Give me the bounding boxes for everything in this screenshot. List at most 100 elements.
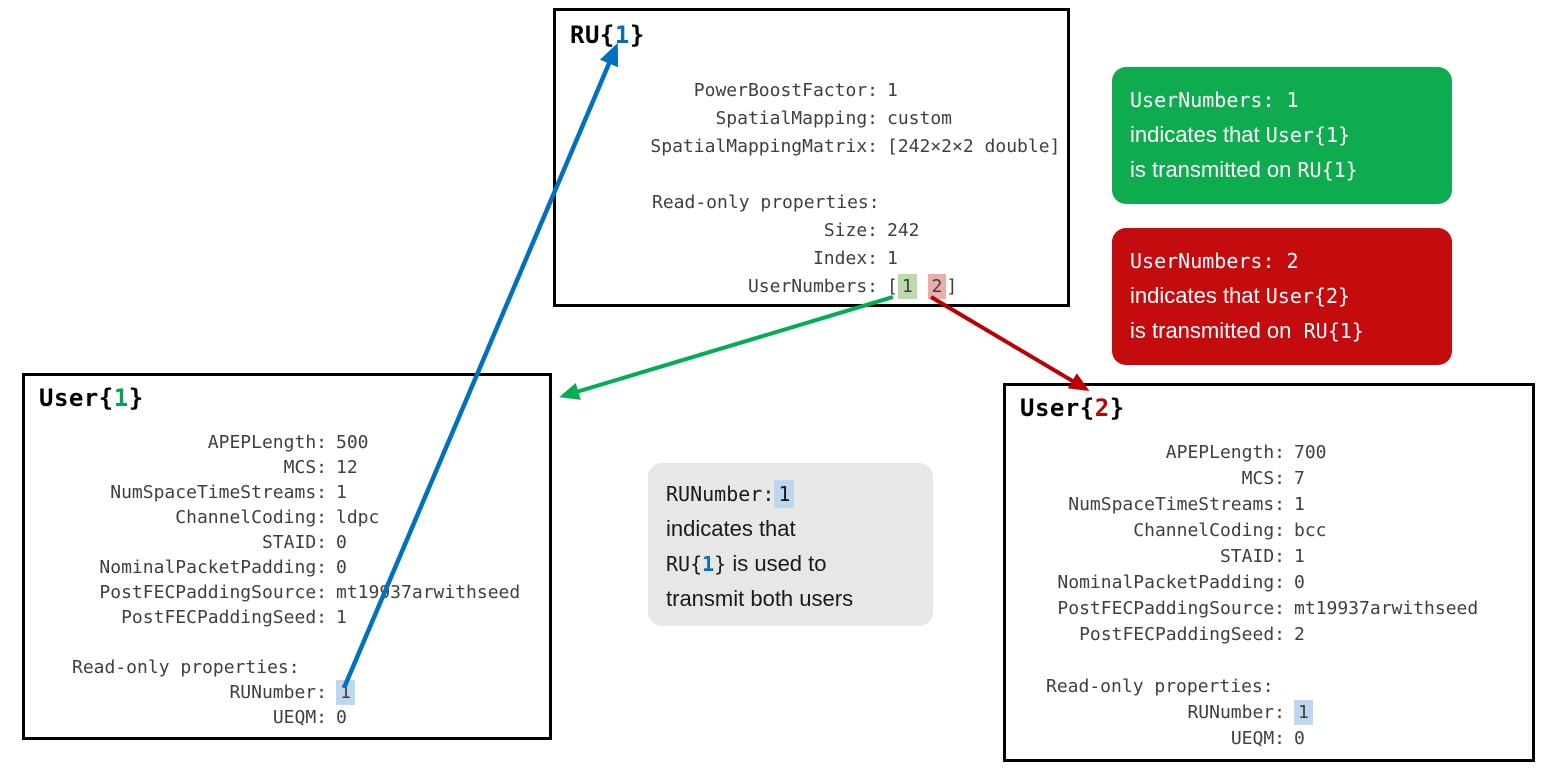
red-arrow bbox=[929, 295, 1090, 392]
text-segment: 1 bbox=[336, 482, 347, 503]
text-segment: RU{1} bbox=[1303, 319, 1364, 343]
property-name: MCS: bbox=[283, 457, 327, 478]
property-value: 0 bbox=[1294, 726, 1305, 752]
property-value: 1 bbox=[887, 245, 898, 273]
text-segment: User{ bbox=[1020, 394, 1095, 422]
text-segment: 700 bbox=[1294, 442, 1327, 463]
text-segment: 500 bbox=[336, 432, 369, 453]
property-row: PowerBoostFactor:1 bbox=[570, 77, 1063, 105]
property-row: RUNumber: 1 bbox=[39, 680, 545, 705]
property-value: 1 bbox=[1294, 544, 1305, 570]
text-segment: 1 bbox=[1294, 700, 1313, 725]
text-segment: } bbox=[629, 21, 645, 49]
text-segment: 0 bbox=[1294, 728, 1305, 749]
user1-title: User{1} bbox=[39, 384, 545, 412]
property-row: APEPLength: 700 bbox=[1020, 440, 1528, 466]
property-row: STAID:0 bbox=[39, 530, 545, 555]
text-segment: RU{ bbox=[666, 552, 703, 576]
property-value: 1 bbox=[1294, 492, 1305, 518]
blank-row bbox=[1020, 648, 1528, 674]
property-row: MCS: 7 bbox=[1020, 466, 1528, 492]
text-segment: 1 bbox=[336, 680, 355, 705]
property-row: SpatialMappingMatrix: [242×2×2 double] bbox=[570, 133, 1063, 161]
property-name: ChannelCoding: bbox=[175, 507, 327, 528]
text-segment: RUNumber: bbox=[666, 482, 775, 506]
text-segment: 1 bbox=[897, 274, 917, 299]
property-name: PostFECPaddingSeed: bbox=[1079, 624, 1285, 645]
text-segment: 1 bbox=[887, 248, 898, 269]
text-segment: 0 bbox=[336, 707, 347, 728]
text-segment: User{ bbox=[39, 384, 114, 412]
text-segment: bcc bbox=[1294, 520, 1327, 541]
property-name: RUNumber: bbox=[229, 682, 327, 703]
text-segment: [242×2×2 double] bbox=[887, 136, 1061, 157]
property-value: 700 bbox=[1294, 440, 1327, 466]
property-value: bcc bbox=[1294, 518, 1327, 544]
property-row: ChannelCoding: ldpc bbox=[39, 505, 545, 530]
property-name: STAID: bbox=[1219, 546, 1285, 567]
note-line: indicates that bbox=[666, 512, 915, 547]
text-segment: } bbox=[1109, 394, 1125, 422]
property-value: 12 bbox=[336, 455, 358, 480]
property-name: MCS: bbox=[1241, 468, 1285, 489]
note-line: indicates that User{1} bbox=[1130, 118, 1434, 153]
property-value: mt19937arwithseed bbox=[336, 580, 520, 605]
text-segment: 12 bbox=[336, 457, 358, 478]
property-name: Size: bbox=[823, 220, 878, 241]
property-row: SpatialMapping:custom bbox=[570, 105, 1063, 133]
text-segment: is used to bbox=[726, 551, 827, 576]
text-segment: ] bbox=[946, 276, 958, 297]
note-line: RUNumber:1 bbox=[666, 478, 915, 512]
property-name: ChannelCoding: bbox=[1133, 520, 1285, 541]
text-segment: 7 bbox=[1294, 468, 1305, 489]
property-name: Index: bbox=[812, 248, 878, 269]
text-segment: User{2} bbox=[1265, 284, 1351, 308]
text-segment: indicates that bbox=[1130, 122, 1266, 147]
text-segment: 2 bbox=[1094, 394, 1110, 422]
text-segment: 242 bbox=[887, 220, 920, 241]
property-name: RUNumber: bbox=[1187, 702, 1285, 723]
text-segment: ldpc bbox=[336, 507, 380, 528]
text-segment: 1 bbox=[1294, 546, 1305, 567]
text-segment: [ bbox=[887, 276, 898, 297]
property-value: 242 bbox=[887, 217, 920, 245]
property-name: SpatialMappingMatrix: bbox=[650, 136, 878, 157]
property-row: PostFECPaddingSeed:1 bbox=[39, 605, 545, 630]
text-segment: mt19937arwithseed bbox=[336, 582, 521, 603]
property-value: 1 bbox=[887, 77, 898, 105]
property-name: PostFECPaddingSeed: bbox=[121, 607, 327, 628]
property-name: PostFECPaddingSource: bbox=[99, 582, 327, 603]
text-segment: } bbox=[714, 552, 727, 576]
text-segment: is transmitted on bbox=[1130, 157, 1298, 182]
text-segment: 0 bbox=[336, 532, 347, 553]
property-name: NominalPacketPadding: bbox=[99, 557, 327, 578]
text-segment: 1 bbox=[887, 80, 898, 101]
text-segment: custom bbox=[887, 108, 953, 129]
property-row: APEPLength:500 bbox=[39, 430, 545, 455]
text-segment: is transmitted on bbox=[1130, 318, 1304, 343]
property-name: UserNumbers: bbox=[747, 276, 878, 297]
text-segment: 1 bbox=[614, 21, 630, 49]
text-segment: 1 bbox=[1294, 494, 1305, 515]
property-value: 0 bbox=[336, 705, 347, 730]
text-segment: UserNumbers: 2 bbox=[1130, 249, 1299, 273]
note-line: RU{1} is used to bbox=[666, 547, 915, 582]
text-segment: UserNumbers: 1 bbox=[1130, 88, 1299, 112]
text-segment: indicates that bbox=[666, 516, 796, 541]
property-row: UEQM:0 bbox=[1020, 726, 1528, 752]
property-row: UserNumbers: [1 2] bbox=[570, 273, 1063, 301]
text-segment: User{1} bbox=[1265, 123, 1351, 147]
property-value: [1 2] bbox=[887, 273, 957, 301]
readonly-properties-label: Read-only properties: bbox=[652, 192, 880, 213]
text-segment: 2 bbox=[927, 274, 947, 299]
property-name: NumSpaceTimeStreams: bbox=[1068, 494, 1285, 515]
property-value: 0 bbox=[1294, 570, 1305, 596]
text-segment: 1 bbox=[702, 552, 715, 576]
property-row: NominalPacketPadding:0 bbox=[1020, 570, 1528, 596]
property-name: APEPLength: bbox=[1165, 442, 1285, 463]
